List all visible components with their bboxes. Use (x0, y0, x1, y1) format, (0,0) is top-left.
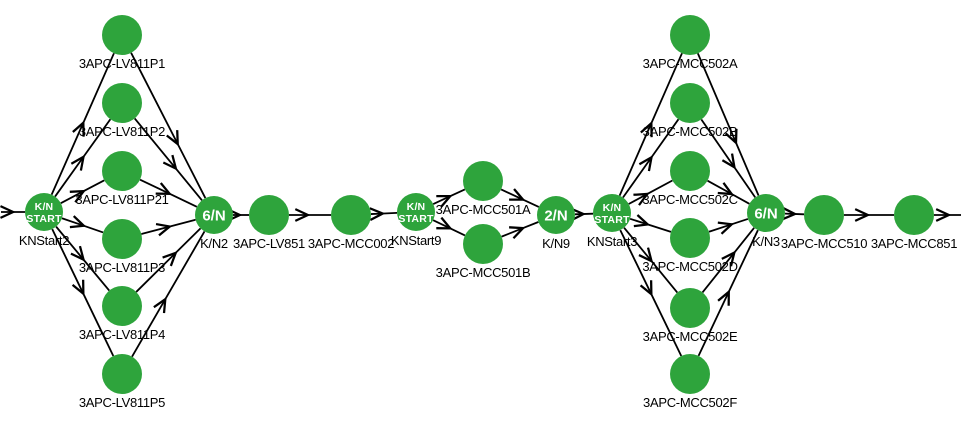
node-label-start3: KNStart3 (587, 234, 637, 249)
edge-m502f-kn3 (697, 229, 759, 357)
node-label-p2: 3APC-LV811P2 (79, 124, 165, 139)
node-p1[interactable] (102, 15, 142, 55)
edge-m501a-kn9 (500, 189, 540, 208)
node-start2[interactable] (25, 193, 63, 231)
node-label-p21: 3APC-LV811P21 (75, 192, 168, 207)
edge-start3-m502d (629, 219, 672, 233)
node-m502c[interactable] (670, 151, 710, 191)
node-label-start9: KNStart9 (391, 233, 441, 248)
node-inner-text-kn9: 2/N (544, 208, 567, 225)
node-label-m502e: 3APC-MCC502E (643, 329, 738, 344)
node-m502a[interactable] (670, 15, 710, 55)
edge-start2-p3 (61, 218, 104, 234)
edge-start2-p2 (54, 118, 112, 198)
edge-mcc002-start9 (371, 213, 398, 214)
node-p21[interactable] (102, 151, 142, 191)
node-label-kn3: K/N3 (752, 234, 780, 249)
node-label-kn2: K/N2 (200, 236, 228, 251)
node-kn2[interactable] (195, 196, 233, 234)
edge-p4-kn2 (135, 227, 202, 293)
node-label-kn9: K/N9 (542, 236, 570, 251)
node-p3[interactable] (102, 219, 142, 259)
edge-start2-p5 (51, 228, 115, 357)
node-m502b[interactable] (670, 83, 710, 123)
edge-m502d-kn3 (708, 218, 749, 232)
node-m502d[interactable] (670, 218, 710, 258)
node-p5[interactable] (102, 354, 142, 394)
node-p4[interactable] (102, 286, 142, 326)
node-label-lv851: 3APC-LV851 (233, 236, 305, 251)
edge-start3-m502e (623, 227, 679, 294)
node-start9[interactable] (397, 193, 435, 231)
node-label-mcc002: 3APC-MCC002 (308, 236, 394, 251)
edge-p5-kn2 (131, 230, 206, 358)
node-label-p4: 3APC-LV811P4 (79, 327, 165, 342)
edge-m502c-kn3 (707, 179, 750, 205)
node-label-m502b: 3APC-MCC502B (643, 124, 738, 139)
node-label-m502d: 3APC-MCC502D (642, 259, 737, 274)
node-mcc002[interactable] (331, 195, 371, 235)
edge-start2-p4 (55, 226, 110, 292)
node-inner-text-kn2: 6/N (202, 208, 225, 225)
node-mcc510[interactable] (804, 195, 844, 235)
edge-p1-kn2 (130, 52, 207, 199)
node-kn9[interactable] (537, 196, 575, 234)
edge-start9-m501b (432, 220, 466, 237)
node-m501b[interactable] (463, 224, 503, 264)
edge-p21-kn2 (139, 178, 198, 208)
node-start3[interactable] (593, 194, 631, 232)
node-m501a[interactable] (463, 161, 503, 201)
node-lv851[interactable] (249, 195, 289, 235)
node-m502e[interactable] (670, 288, 710, 328)
edge-m502b-kn3 (700, 118, 756, 198)
edge-start2-p21 (60, 179, 105, 204)
node-label-p3: 3APC-LV811P3 (79, 260, 165, 275)
edge-m501b-kn9 (501, 221, 539, 237)
node-m502f[interactable] (670, 354, 710, 394)
node-label-mcc510: 3APC-MCC510 (781, 236, 867, 251)
edge-start2-p1 (50, 52, 115, 195)
node-label-mcc851: 3APC-MCC851 (871, 236, 957, 251)
node-label-m501a: 3APC-MCC501A (436, 202, 531, 217)
node-p2[interactable] (102, 83, 142, 123)
edge-kn9-start3 (575, 214, 594, 215)
node-label-m502f: 3APC-MCC502F (643, 395, 737, 410)
node-mcc851[interactable] (894, 195, 934, 235)
node-label-m501b: 3APC-MCC501B (436, 265, 531, 280)
edges-layer (1, 52, 961, 358)
labels-layer: KNStart2 3APC-LV811P1 3APC-LV811P2 3APC-LV8… (19, 56, 958, 410)
node-label-p5: 3APC-LV811P5 (79, 395, 165, 410)
edge-p2-kn2 (133, 117, 203, 201)
node-label-start2: KNStart2 (19, 233, 69, 248)
node-label-m502a: 3APC-MCC502A (643, 56, 738, 71)
edge-m502a-kn3 (697, 53, 760, 196)
edge-start3-m502c (628, 179, 673, 204)
edge-start3-m502f (619, 229, 683, 357)
node-label-m502c: 3APC-MCC502C (642, 192, 737, 207)
edge-kn3-mcc510 (785, 214, 805, 215)
node-label-p1: 3APC-LV811P1 (79, 56, 165, 71)
node-kn3[interactable] (747, 194, 785, 232)
edge-start9-m501a (432, 188, 466, 204)
edge-start3-m502b (622, 118, 680, 199)
edge-p3-kn2 (141, 218, 196, 234)
node-inner-text-kn3: 6/N (754, 206, 777, 223)
edge-m502e-kn3 (701, 227, 755, 293)
edge-start3-m502a (618, 52, 683, 196)
